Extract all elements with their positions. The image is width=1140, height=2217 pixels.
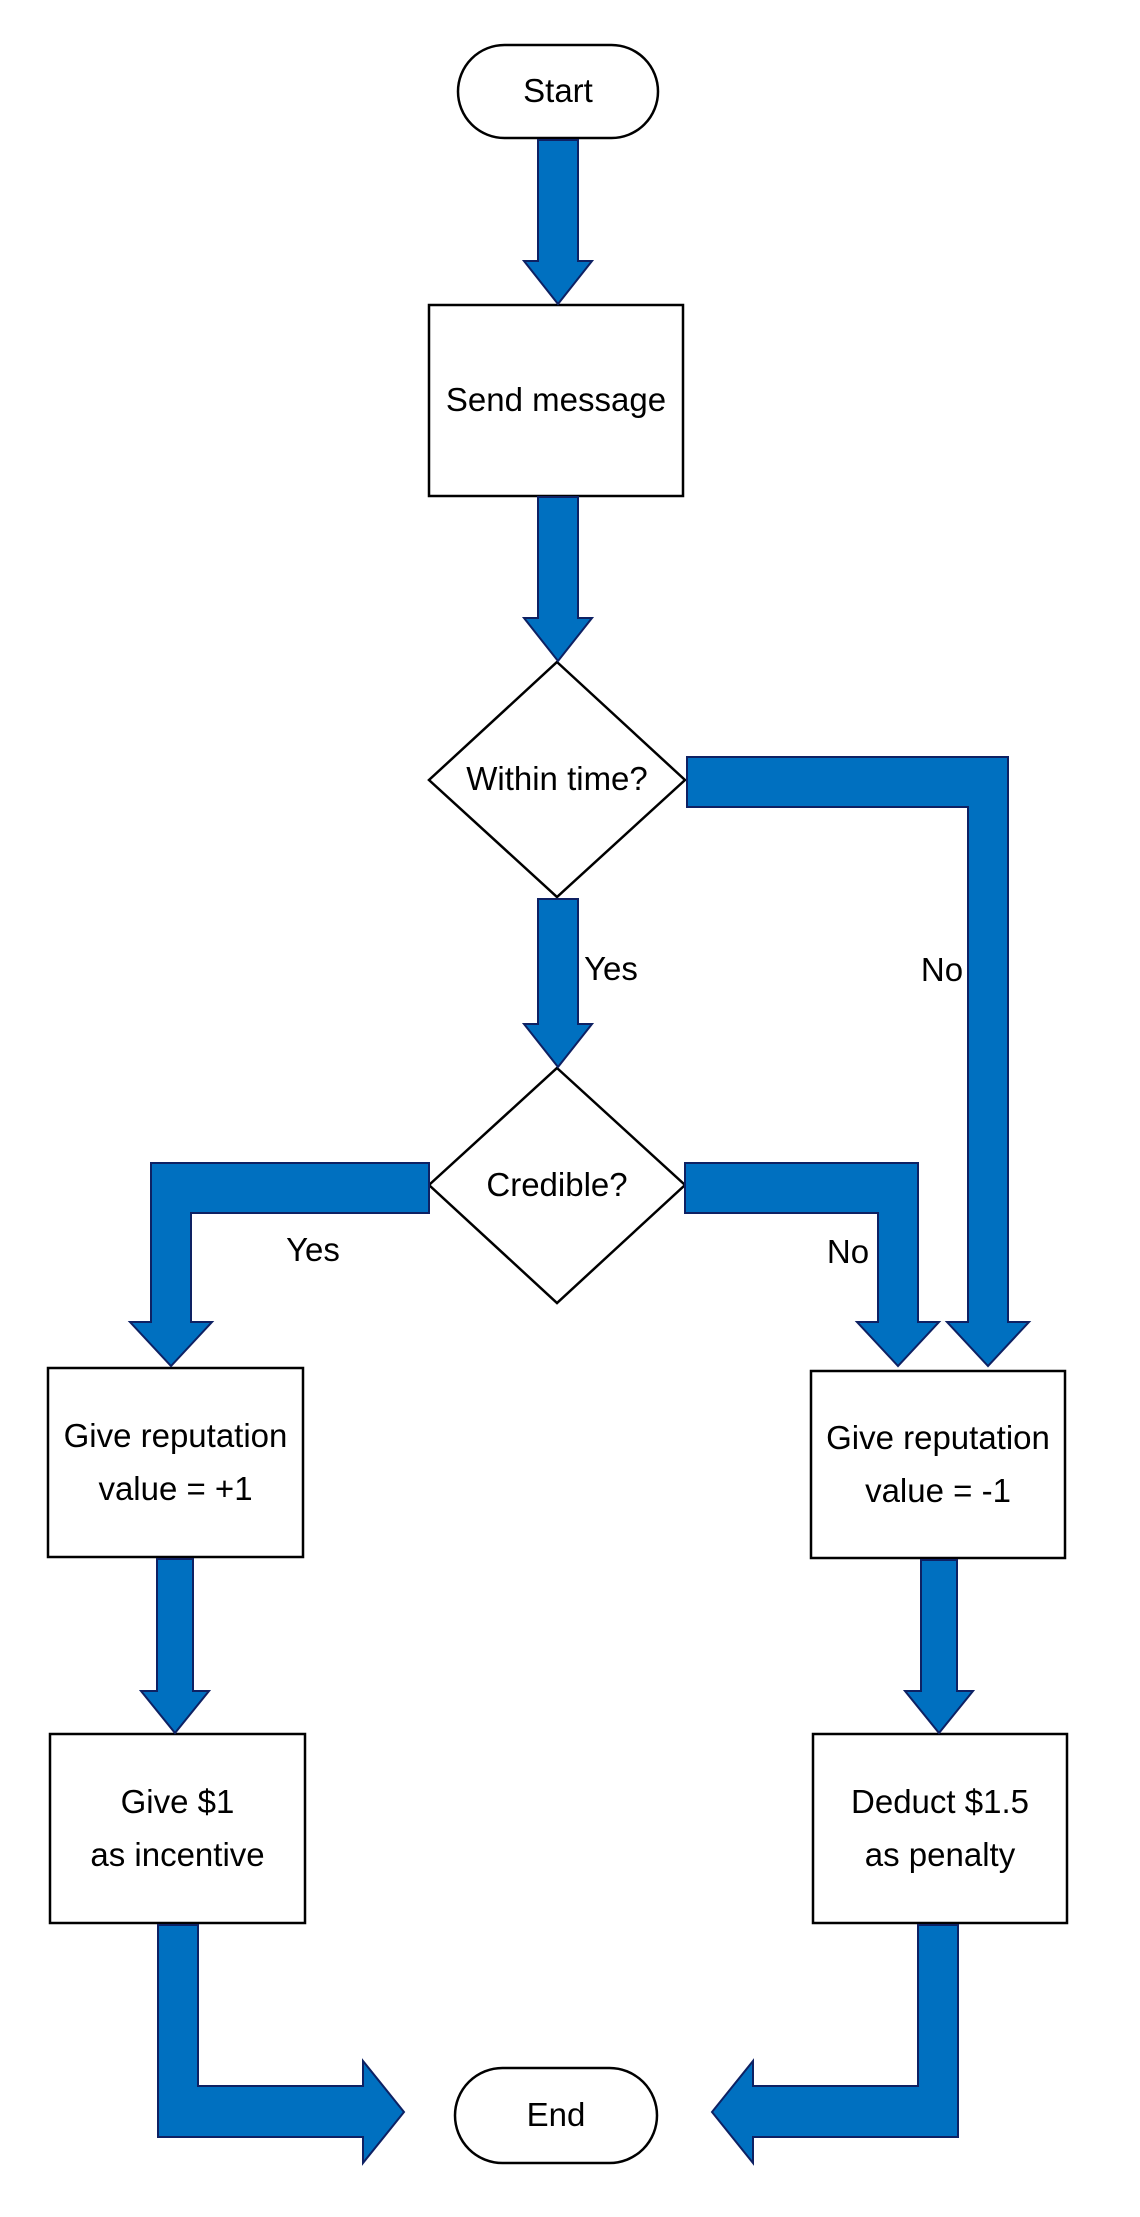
within-time-decision-shape [427,660,687,899]
end-terminator-shape [453,2066,659,2165]
start-terminator-shape [456,43,660,140]
arrow-reputation-minus-to-deduct-penalty [902,1559,976,1735]
arrow-give-incentive-to-end [157,1924,406,2166]
arrow-deduct-penalty-to-end [710,1924,959,2166]
arrow-send-message-to-within-time [521,496,595,663]
send-message-process-shape [427,303,685,498]
give-incentive-process-shape [48,1732,307,1925]
credible-decision-shape [427,1066,687,1305]
arrow-within-time-yes-to-credible [521,898,595,1069]
arrow-start-to-send-message [521,139,595,306]
arrow-within-time-no-to-reputation-minus [686,756,1032,1368]
arrow-credible-no-to-reputation-minus [684,1162,942,1368]
reputation-plus-process-shape [46,1366,305,1559]
arrow-credible-yes-to-reputation-plus [127,1162,430,1368]
deduct-penalty-process-shape [811,1732,1069,1925]
arrow-reputation-plus-to-give-incentive [138,1558,212,1735]
reputation-minus-process-shape [809,1369,1067,1560]
